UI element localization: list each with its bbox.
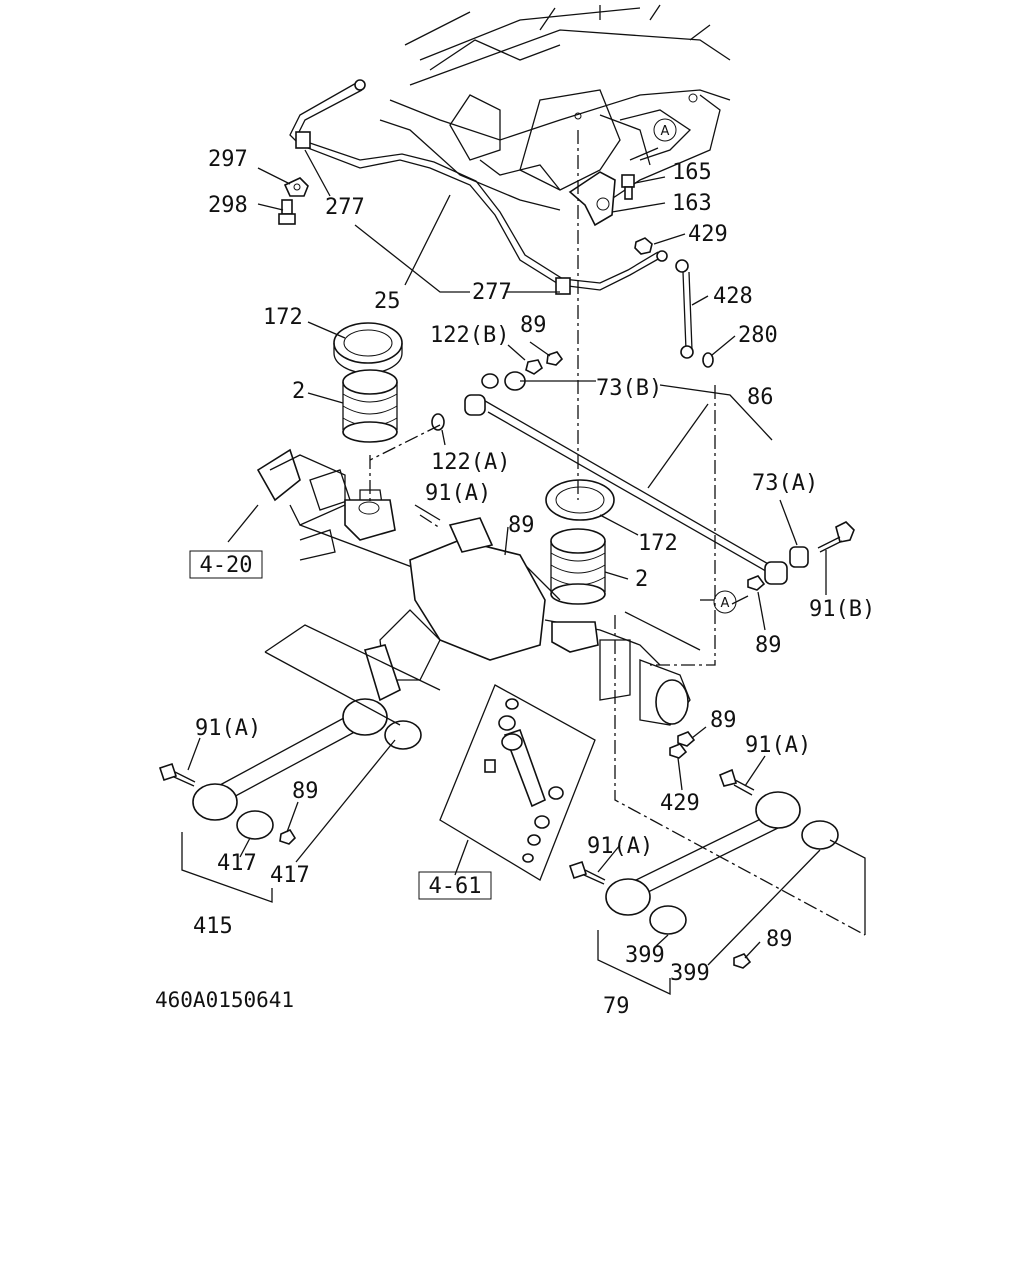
label-172-lower: 172 bbox=[638, 531, 678, 556]
ref-4-20-label: 4-20 bbox=[200, 553, 253, 578]
label-429-upper: 429 bbox=[688, 222, 728, 247]
bolt-91b bbox=[817, 521, 855, 553]
nut-429-top bbox=[634, 237, 653, 255]
assembly-lines bbox=[369, 130, 866, 936]
label-73a: 73(A) bbox=[752, 471, 818, 496]
lower-link-415 bbox=[158, 698, 422, 845]
stabilizer-bar bbox=[289, 79, 668, 295]
label-2-lower: 2 bbox=[635, 567, 648, 592]
label-79: 79 bbox=[603, 994, 630, 1019]
label-86: 86 bbox=[747, 385, 774, 410]
marker-a-top-text: A bbox=[661, 124, 670, 139]
label-165: 165 bbox=[672, 160, 712, 185]
upper-link-79 bbox=[568, 768, 839, 969]
ref-box-4-20[interactable]: 4-20 bbox=[189, 550, 263, 579]
label-73b: 73(B) bbox=[596, 376, 662, 401]
lateral-rod-86 bbox=[464, 394, 788, 585]
coil-spring-2-lower bbox=[550, 528, 606, 605]
marker-a-top: A bbox=[653, 118, 677, 142]
label-122a: 122(A) bbox=[431, 450, 510, 475]
label-91b: 91(B) bbox=[809, 597, 875, 622]
bracket-297 bbox=[283, 177, 309, 197]
label-163: 163 bbox=[672, 191, 712, 216]
label-25: 25 bbox=[374, 289, 401, 314]
label-89-axle: 89 bbox=[710, 708, 737, 733]
label-280: 280 bbox=[738, 323, 778, 348]
label-417-right: 417 bbox=[270, 863, 310, 888]
label-89-mid: 89 bbox=[508, 513, 535, 538]
label-91a-bottom: 91(A) bbox=[587, 834, 653, 859]
label-91a-left: 91(A) bbox=[195, 716, 261, 741]
label-297: 297 bbox=[208, 147, 248, 172]
bolt-298 bbox=[278, 199, 296, 225]
label-89-top: 89 bbox=[520, 313, 547, 338]
marker-a-mid-text: A bbox=[721, 596, 730, 611]
label-89-right: 89 bbox=[755, 633, 782, 658]
link-428 bbox=[675, 259, 694, 359]
washer-122a bbox=[431, 413, 445, 431]
bracket-163 bbox=[568, 171, 616, 227]
part-labels: 297 298 277 25 277 165 163 429 428 280 1… bbox=[193, 147, 875, 1019]
label-122b: 122(B) bbox=[430, 323, 509, 348]
label-277-upper: 277 bbox=[325, 195, 365, 220]
spring-seat-172-upper bbox=[333, 322, 403, 374]
label-2-upper: 2 bbox=[292, 379, 305, 404]
label-429-lower: 429 bbox=[660, 791, 700, 816]
spring-seat-172-lower bbox=[545, 479, 615, 521]
label-399-right: 399 bbox=[670, 961, 710, 986]
label-428: 428 bbox=[713, 284, 753, 309]
label-91a-upper: 91(A) bbox=[425, 481, 491, 506]
label-298: 298 bbox=[208, 193, 248, 218]
drawing-code: 460A0150641 bbox=[155, 988, 294, 1012]
label-399-left: 399 bbox=[625, 943, 665, 968]
label-172-upper: 172 bbox=[263, 305, 303, 330]
label-89-left: 89 bbox=[292, 779, 319, 804]
shock-absorber-group bbox=[439, 684, 596, 881]
washer-280 bbox=[702, 352, 714, 368]
bushing-73b bbox=[481, 371, 526, 391]
label-415: 415 bbox=[193, 914, 233, 939]
bushing-73a bbox=[789, 546, 809, 568]
marker-a-mid: A bbox=[713, 590, 737, 614]
coil-spring-2-upper bbox=[342, 369, 398, 443]
bolt-165 bbox=[621, 174, 635, 200]
nuts-89-small bbox=[498, 351, 766, 759]
ref-4-61-label: 4-61 bbox=[429, 874, 482, 899]
ref-box-4-61[interactable]: 4-61 bbox=[418, 871, 492, 900]
leader-lines bbox=[181, 147, 866, 996]
axle-housing bbox=[256, 448, 691, 726]
label-417-left: 417 bbox=[217, 851, 257, 876]
label-91a-right: 91(A) bbox=[745, 733, 811, 758]
label-277-lower: 277 bbox=[472, 280, 512, 305]
label-89-bottom: 89 bbox=[766, 927, 793, 952]
